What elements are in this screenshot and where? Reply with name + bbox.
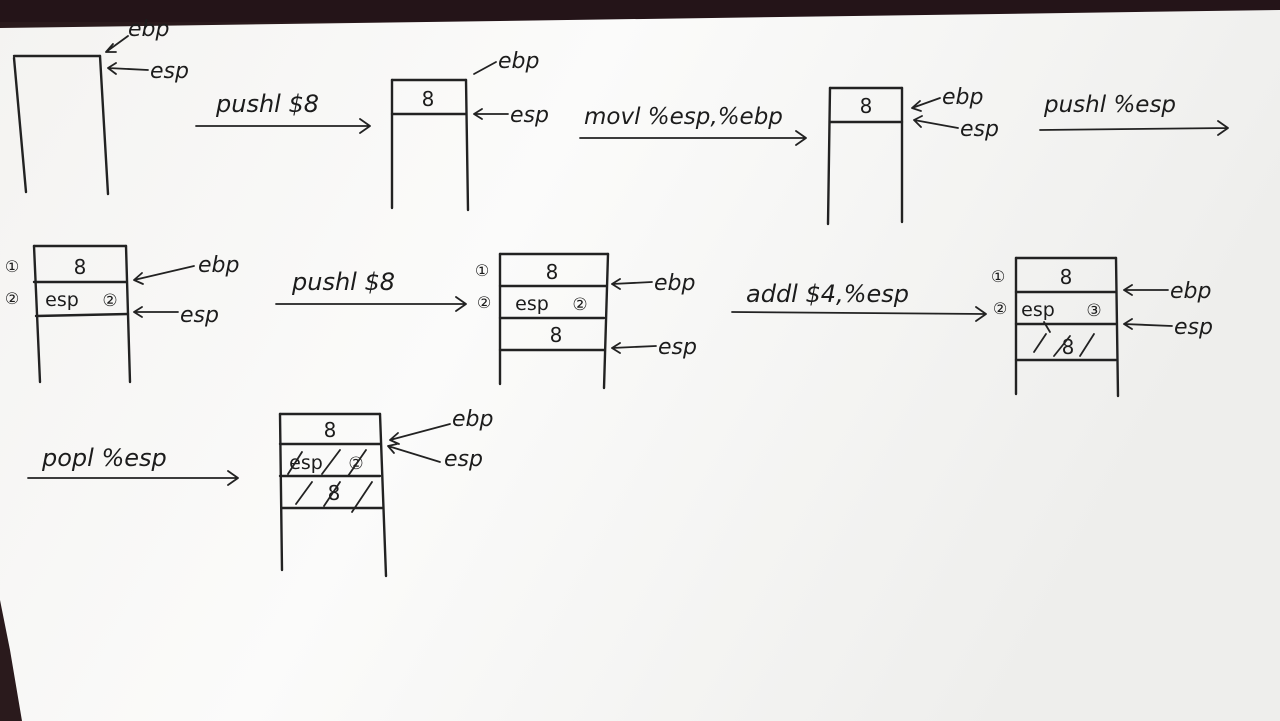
- cell-value: 8: [74, 255, 87, 279]
- paper: [0, 10, 1280, 721]
- op-label-6: popl %esp: [41, 444, 167, 472]
- slot-marker: ①: [5, 257, 19, 276]
- esp-label: esp: [180, 303, 219, 328]
- op-label-2: movl %esp,%ebp: [584, 104, 783, 130]
- op-arrow-4: pushl $8: [275, 268, 467, 312]
- ebp-label: ebp: [942, 85, 983, 110]
- stack-stage-4: 8 esp 8 ②: [498, 252, 610, 390]
- cell-value: 8: [1062, 335, 1075, 359]
- esp-label: esp: [444, 447, 483, 472]
- esp-pointer-6: esp: [387, 443, 483, 472]
- cell-value: 8: [550, 323, 563, 347]
- op-label-5: addl $4,%esp: [746, 280, 909, 308]
- cell-value: 8: [422, 87, 435, 111]
- cell-value: esp: [515, 293, 549, 315]
- cross-out-strokes: [287, 449, 373, 513]
- circled-tag: ②: [572, 295, 587, 315]
- cell-value: 8: [324, 418, 337, 442]
- esp-pointer-2: esp: [913, 115, 999, 142]
- esp-pointer-5: esp: [1123, 315, 1213, 340]
- cross-out-strokes: [1033, 333, 1095, 357]
- esp-label: esp: [658, 335, 697, 360]
- esp-pointer-3: esp: [133, 303, 219, 328]
- esp-pointer-1: esp: [473, 103, 549, 128]
- cell-value: 8: [1060, 265, 1073, 289]
- slot-marker: ②: [993, 299, 1007, 318]
- esp-label: esp: [1174, 315, 1213, 340]
- circled-tag: ③: [1086, 301, 1101, 321]
- stack-stage-5: 8 esp 8 ③: [1014, 256, 1120, 398]
- op-arrow-5: addl $4,%esp: [731, 280, 987, 322]
- ebp-pointer-1: ebp: [473, 49, 539, 75]
- op-arrow-1: pushl $8: [195, 90, 371, 134]
- ebp-label: ebp: [452, 407, 493, 432]
- ebp-pointer-3: ebp: [133, 253, 239, 285]
- ebp-label: ebp: [128, 17, 169, 42]
- ebp-label: ebp: [1170, 279, 1211, 304]
- stack-stage-0: [12, 54, 110, 196]
- slot-marker: ①: [475, 261, 489, 280]
- ebp-pointer-4: ebp: [611, 271, 695, 296]
- op-label-4: pushl $8: [291, 268, 395, 296]
- ebp-label: ebp: [198, 253, 239, 278]
- circled-tag: ②: [102, 291, 117, 311]
- cell-value: esp: [45, 289, 79, 311]
- stack-stage-3: 8 esp ②: [32, 244, 132, 384]
- ebp-pointer-0: ebp: [105, 17, 169, 53]
- op-label-1: pushl $8: [215, 90, 319, 118]
- ebp-label: ebp: [498, 49, 539, 74]
- esp-pointer-0: esp: [107, 59, 189, 84]
- stack-stage-1: 8: [390, 78, 470, 212]
- slot-marker: ②: [477, 293, 491, 312]
- esp-pointer-4: esp: [611, 335, 697, 360]
- esp-label: esp: [960, 117, 999, 142]
- cell-value: esp: [1021, 299, 1055, 321]
- op-label-3: pushl %esp: [1043, 92, 1176, 118]
- op-arrow-6: popl %esp: [27, 444, 239, 486]
- cell-value: 8: [860, 94, 873, 118]
- op-arrow-3: pushl %esp: [1039, 92, 1229, 136]
- slot-marker: ①: [991, 267, 1005, 286]
- stack-stage-6: 8 esp 8 ②: [278, 412, 388, 578]
- op-arrow-2: movl %esp,%ebp: [579, 104, 807, 146]
- slot-marker: ②: [5, 289, 19, 308]
- ebp-label: ebp: [654, 271, 695, 296]
- ebp-pointer-6: ebp: [389, 407, 493, 445]
- ebp-pointer-2: ebp: [911, 85, 983, 112]
- ebp-pointer-5: ebp: [1123, 279, 1211, 304]
- cell-value: 8: [546, 260, 559, 284]
- esp-label: esp: [510, 103, 549, 128]
- esp-label: esp: [150, 59, 189, 84]
- stack-stage-2: 8: [826, 86, 904, 226]
